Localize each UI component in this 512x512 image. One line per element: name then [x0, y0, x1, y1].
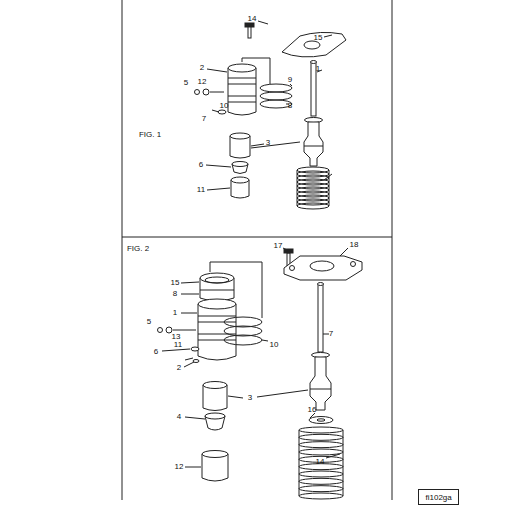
- callout-number: 1: [173, 309, 177, 317]
- callout-number: 2: [200, 64, 204, 72]
- frame-line: [392, 0, 393, 500]
- figure-id: fi102ga: [426, 494, 451, 502]
- callout-number: 9: [288, 76, 292, 84]
- callout-number: 5: [147, 318, 151, 326]
- figure-label: FIG. 1: [139, 131, 161, 139]
- callout-number: 5: [184, 79, 188, 87]
- callout-number: 15: [171, 279, 180, 287]
- frame-line: [122, 237, 392, 238]
- callout-number: 14: [316, 458, 325, 466]
- callout-number: 13: [172, 333, 181, 341]
- callout-number: 8: [173, 290, 177, 298]
- callout-number: 6: [154, 348, 158, 356]
- callout-number: 17: [274, 242, 283, 250]
- figure-id-box: fi102ga: [418, 489, 459, 505]
- callout-number: 1: [316, 65, 320, 73]
- callout-number: 11: [174, 341, 182, 349]
- fig2-parts: [158, 248, 363, 499]
- frame-line: [122, 0, 123, 500]
- callout-number: 3: [248, 394, 252, 402]
- callout-number: 12: [175, 463, 184, 471]
- figure-label: FIG. 2: [127, 245, 149, 253]
- callout-number: 14: [248, 15, 257, 23]
- callout-number: 10: [270, 341, 279, 349]
- fig1-parts: [195, 21, 347, 209]
- callout-number: 7: [202, 115, 206, 123]
- callout-number: 7: [329, 330, 333, 338]
- callout-number: 4: [177, 413, 181, 421]
- callout-number: 18: [350, 241, 359, 249]
- callout-number: 3: [266, 139, 270, 147]
- callout-number: 15: [314, 34, 323, 42]
- callout-number: 12: [198, 78, 207, 86]
- callout-number: 8: [288, 102, 292, 110]
- callout-number: 11: [197, 186, 205, 194]
- callout-number: 10: [220, 102, 229, 110]
- callout-number: 16: [308, 406, 317, 414]
- callout-number: 2: [177, 364, 181, 372]
- callout-number: 6: [199, 161, 203, 169]
